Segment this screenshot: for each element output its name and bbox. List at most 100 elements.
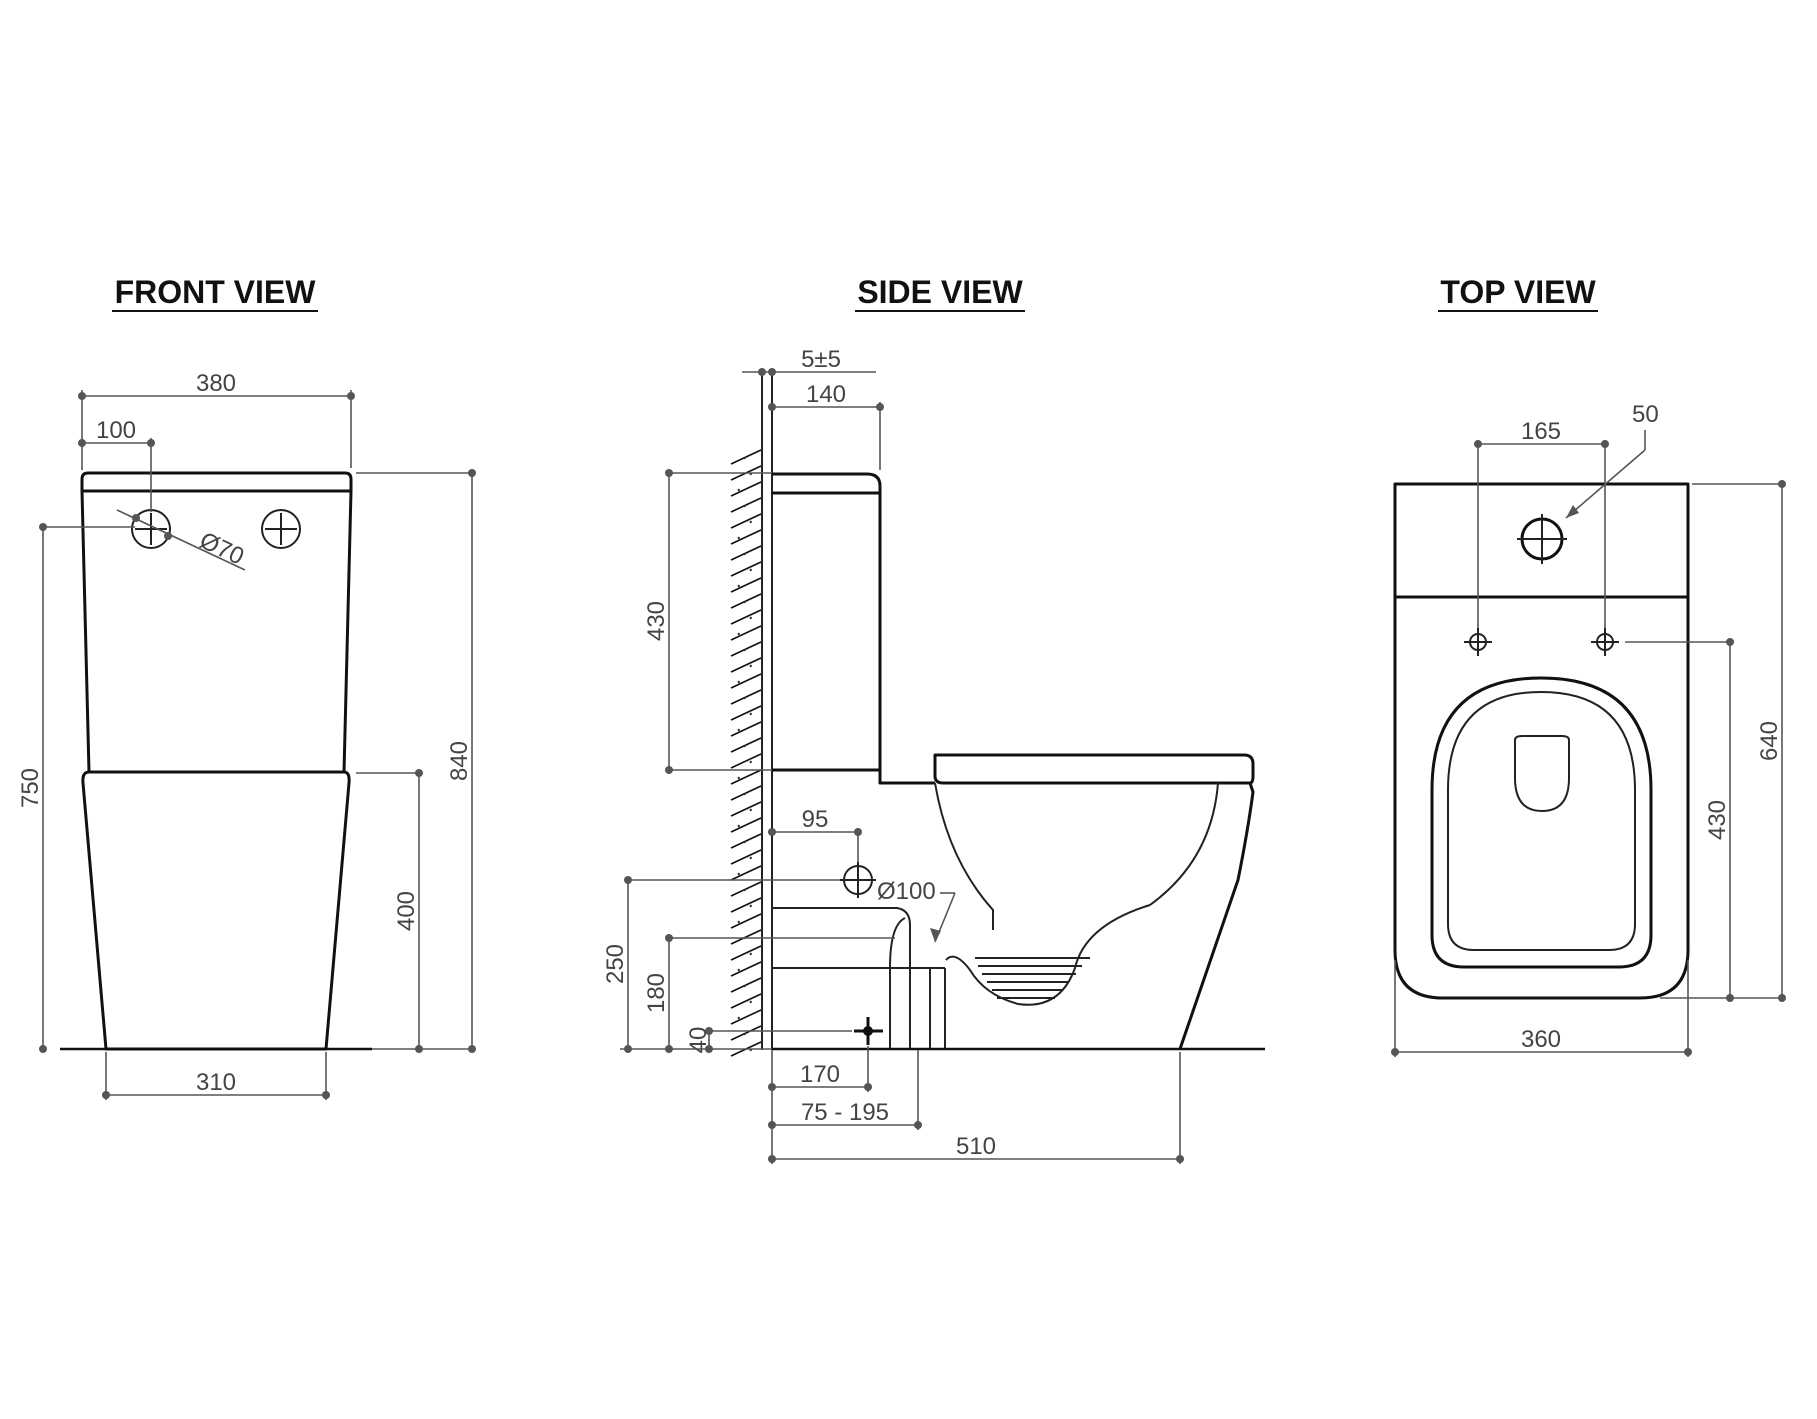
svg-text:250: 250 bbox=[602, 944, 629, 984]
wall-hatch-dot bbox=[749, 952, 752, 956]
dim-overall-width: 380 bbox=[78, 370, 355, 470]
wall-hatch-stroke bbox=[730, 593, 762, 609]
flush-hole-icon bbox=[1517, 514, 1567, 564]
side-cistern-lid bbox=[772, 472, 882, 495]
dim-fixing-to-front: 430 bbox=[1625, 638, 1734, 1002]
wall-hatch-dot bbox=[749, 760, 752, 764]
wall-hatch-stroke bbox=[730, 993, 762, 1009]
top-bowl-opening bbox=[1514, 735, 1570, 813]
svg-text:400: 400 bbox=[393, 891, 420, 931]
svg-text:TOP VIEW: TOP VIEW bbox=[1440, 274, 1596, 310]
side-spigot-top bbox=[773, 907, 911, 970]
svg-text:Ø70: Ø70 bbox=[195, 527, 248, 571]
wall-hatch-dot bbox=[743, 744, 746, 748]
wall-hatch-stroke bbox=[730, 449, 762, 465]
wall-hatch-stroke bbox=[730, 657, 762, 673]
side-view: 5±5 140 430 95 Ø100 bbox=[602, 346, 1265, 1164]
svg-text:SIDE VIEW: SIDE VIEW bbox=[857, 274, 1023, 310]
dim-fixing-spacing: 165 bbox=[1474, 418, 1609, 628]
wall-hatch-stroke bbox=[730, 561, 762, 577]
top-view-title: TOP VIEW bbox=[1438, 274, 1598, 312]
wall-hatch-stroke bbox=[730, 609, 762, 625]
side-spigot-curve bbox=[889, 917, 906, 969]
top-seat-outer bbox=[1430, 676, 1653, 969]
front-cistern-lid bbox=[80, 471, 353, 493]
wall-hatch-dot bbox=[749, 520, 752, 524]
wall-hatch-stroke bbox=[730, 1025, 762, 1041]
wall-hatch-dot bbox=[743, 600, 746, 604]
wall-hatch-stroke bbox=[730, 881, 762, 897]
wall-hatch-stroke bbox=[730, 801, 762, 817]
wall-hatch-stroke bbox=[730, 529, 762, 545]
wall-hatch-dot bbox=[737, 536, 740, 540]
wall-hatch-stroke bbox=[730, 817, 762, 833]
svg-text:430: 430 bbox=[1704, 800, 1731, 840]
wall-hatch-stroke bbox=[730, 929, 762, 945]
side-pan-outer bbox=[1178, 782, 1255, 1050]
wall-hatch-stroke bbox=[730, 737, 762, 753]
wall-hatch-dot bbox=[749, 808, 752, 812]
wall-hatch-stroke bbox=[730, 769, 762, 785]
wall-hatch-dot bbox=[737, 872, 740, 876]
wall-hatch-dot bbox=[743, 1032, 746, 1036]
wall-hatch-dot bbox=[749, 1000, 752, 1004]
svg-text:40: 40 bbox=[685, 1027, 712, 1054]
wall-hatch-stroke bbox=[730, 721, 762, 737]
dim-pan-height: 400 bbox=[356, 769, 423, 1053]
dim-cistern-depth: 140 bbox=[768, 381, 884, 470]
dim-inlet-height: 750 bbox=[17, 523, 135, 1053]
side-trap-water bbox=[975, 957, 1090, 999]
side-seat bbox=[933, 753, 1255, 785]
wall-hatch-dot bbox=[749, 568, 752, 572]
wall-hatch-dot bbox=[743, 648, 746, 652]
wall-hatch bbox=[729, 370, 773, 1057]
wall-hatch-stroke bbox=[730, 753, 762, 769]
wall-hatch-stroke bbox=[730, 785, 762, 801]
svg-text:380: 380 bbox=[196, 370, 236, 397]
wall-hatch-dot bbox=[743, 792, 746, 796]
side-bowl-inner bbox=[934, 782, 994, 930]
wall-hatch-dot bbox=[749, 712, 752, 716]
wall-hatch-stroke bbox=[730, 689, 762, 705]
top-view: 165 50 430 640 bbox=[1391, 401, 1786, 1057]
wall-hatch-stroke bbox=[730, 945, 762, 961]
svg-text:840: 840 bbox=[446, 741, 473, 781]
wall-hatch-stroke bbox=[730, 641, 762, 657]
wall-hatch-dot bbox=[743, 456, 746, 460]
wall-hatch-stroke bbox=[730, 961, 762, 977]
svg-text:170: 170 bbox=[800, 1061, 840, 1088]
top-seat-inner bbox=[1447, 690, 1636, 951]
dim-setout-range: 75 - 195 bbox=[768, 1050, 922, 1130]
svg-text:140: 140 bbox=[806, 381, 846, 408]
wall-hatch-dot bbox=[743, 984, 746, 988]
wall-hatch-dot bbox=[737, 584, 740, 588]
wall-hatch-dot bbox=[743, 552, 746, 556]
side-view-title: SIDE VIEW bbox=[855, 274, 1025, 312]
svg-text:50: 50 bbox=[1632, 401, 1659, 428]
wall-hatch-dot bbox=[737, 632, 740, 636]
svg-text:165: 165 bbox=[1521, 418, 1561, 445]
wall-hatch-dot bbox=[737, 488, 740, 492]
wall-hatch-dot bbox=[749, 616, 752, 620]
wall-hatch-dot bbox=[737, 920, 740, 924]
wall-hatch-dot bbox=[737, 968, 740, 972]
dim-overall-height: 840 bbox=[356, 469, 476, 1053]
dim-outlet-height-alt: 180 bbox=[643, 934, 895, 1053]
dim-base-width: 310 bbox=[102, 1052, 330, 1100]
fixing-point-icon bbox=[1464, 628, 1492, 656]
front-view-title: FRONT VIEW bbox=[112, 274, 318, 312]
wall-hatch-dot bbox=[737, 728, 740, 732]
wall-hatch-dot bbox=[743, 888, 746, 892]
top-outline bbox=[1393, 482, 1690, 1000]
side-cistern-body bbox=[772, 491, 882, 772]
svg-text:510: 510 bbox=[956, 1133, 996, 1160]
svg-text:75 - 195: 75 - 195 bbox=[801, 1099, 889, 1126]
svg-text:640: 640 bbox=[1756, 721, 1783, 761]
wall-hatch-dot bbox=[749, 856, 752, 860]
wall-hatch-stroke bbox=[730, 913, 762, 929]
wall-hatch-stroke bbox=[730, 513, 762, 529]
wall-hatch-dot bbox=[737, 1016, 740, 1020]
svg-text:Ø100: Ø100 bbox=[877, 878, 936, 905]
dim-overall-width: 360 bbox=[1391, 960, 1692, 1057]
